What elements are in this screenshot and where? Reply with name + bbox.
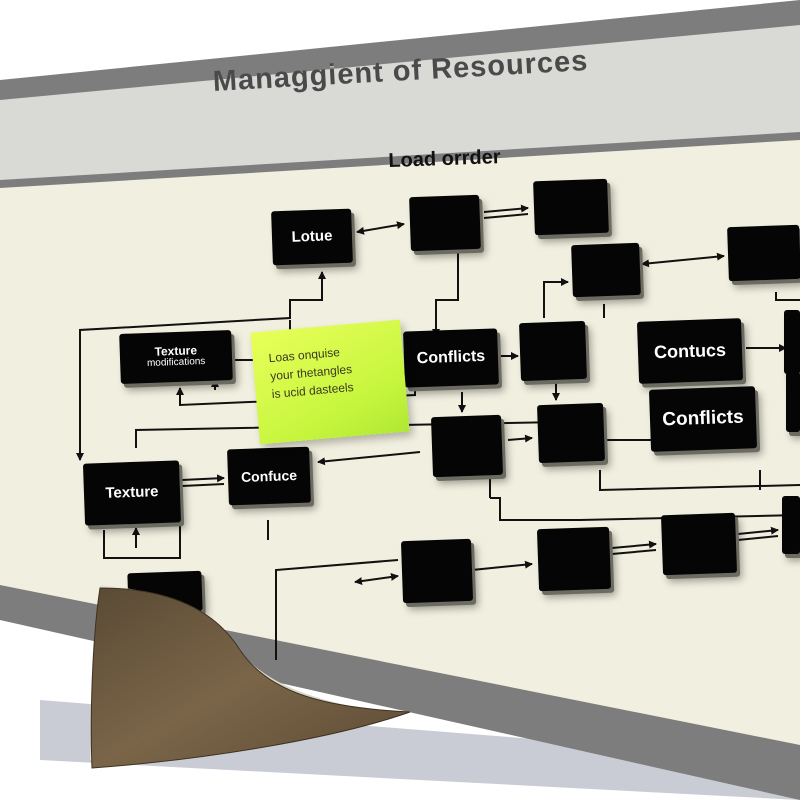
title-strip <box>0 25 800 180</box>
edge <box>490 497 800 521</box>
edge <box>181 474 225 483</box>
edge <box>737 526 779 535</box>
edge <box>356 221 405 235</box>
edge <box>641 252 725 268</box>
edge <box>775 292 800 301</box>
edge <box>611 549 657 555</box>
edge <box>181 483 225 487</box>
node-blank <box>786 372 800 432</box>
edge <box>599 470 800 492</box>
edge <box>432 252 459 337</box>
edge <box>275 559 399 660</box>
node-blank <box>784 310 800 374</box>
edge <box>103 518 181 559</box>
node-blank <box>782 496 800 554</box>
curl-back <box>90 587 411 769</box>
edge <box>79 271 326 460</box>
edge <box>317 451 421 466</box>
edge <box>354 573 399 585</box>
edge <box>611 540 657 549</box>
edge <box>543 278 569 318</box>
edge <box>135 421 561 448</box>
edge <box>483 204 529 213</box>
edge <box>507 434 533 443</box>
edge <box>471 560 533 571</box>
edge <box>737 535 779 541</box>
edge <box>483 213 529 219</box>
